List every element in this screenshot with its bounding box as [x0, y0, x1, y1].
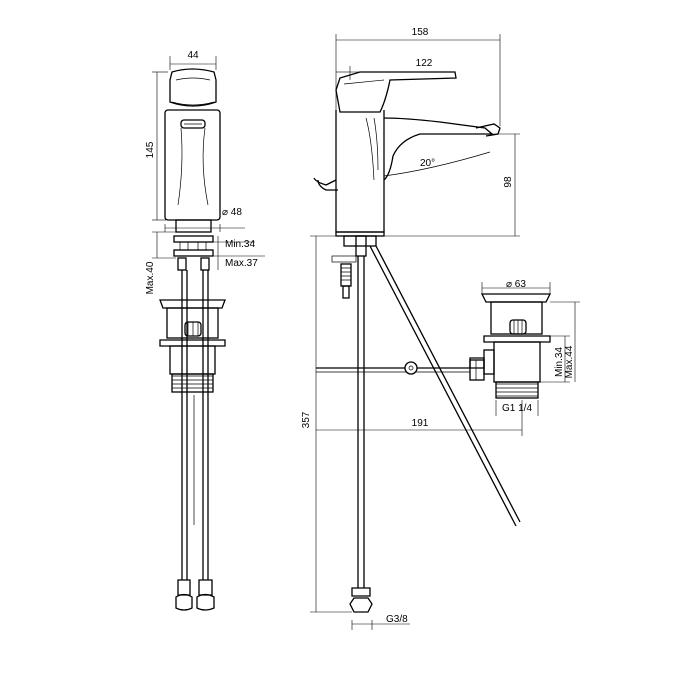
- waste-assembly: [469, 293, 552, 399]
- side-hose: [349, 256, 373, 613]
- side-view: 158 122 20° 98 357 191 G3/8: [301, 27, 523, 630]
- front-width-label: 44: [187, 50, 199, 61]
- side-dimensions: [310, 34, 523, 630]
- waste-max-label: Max.44: [564, 345, 575, 378]
- waste-min-label: Min.34: [554, 347, 565, 377]
- side-mounting-parts: [331, 235, 377, 299]
- side-spout-height-label: 98: [503, 176, 514, 188]
- side-faucet-body: [313, 71, 501, 237]
- side-drain-distance-label: 191: [412, 418, 429, 429]
- front-base-diameter-label: ⌀ 48: [222, 207, 242, 218]
- side-total-height-label: 357: [301, 411, 312, 428]
- front-waste-assembly: [159, 299, 226, 393]
- front-dimensions: [152, 56, 265, 270]
- front-max-40-label: Max.40: [145, 261, 156, 294]
- waste-view: ⌀ 63 Min.34 Max.44 G1 1/4: [469, 279, 580, 416]
- waste-thread-label: G1 1/4: [502, 403, 532, 414]
- side-overall-width-label: 158: [412, 27, 429, 38]
- front-faucet-body: [164, 68, 221, 221]
- waste-diameter-label: ⌀ 63: [506, 279, 526, 290]
- side-lever-width-label: 122: [416, 58, 433, 69]
- side-hose-connection-label: G3/8: [386, 614, 408, 625]
- front-height-label: 145: [145, 141, 156, 158]
- front-mounting-parts: [173, 219, 214, 271]
- front-flexible-hoses: [175, 270, 215, 611]
- waste-dimensions: [481, 282, 580, 416]
- side-pop-up-rod: [316, 245, 521, 527]
- front-max-thickness-label: Max.37: [225, 258, 258, 269]
- front-view: 44 145 ⌀ 48 Min.34 Max.37 Max.40: [145, 50, 265, 611]
- front-min-thickness-label: Min.34: [225, 239, 255, 250]
- side-angle-label: 20°: [420, 158, 435, 169]
